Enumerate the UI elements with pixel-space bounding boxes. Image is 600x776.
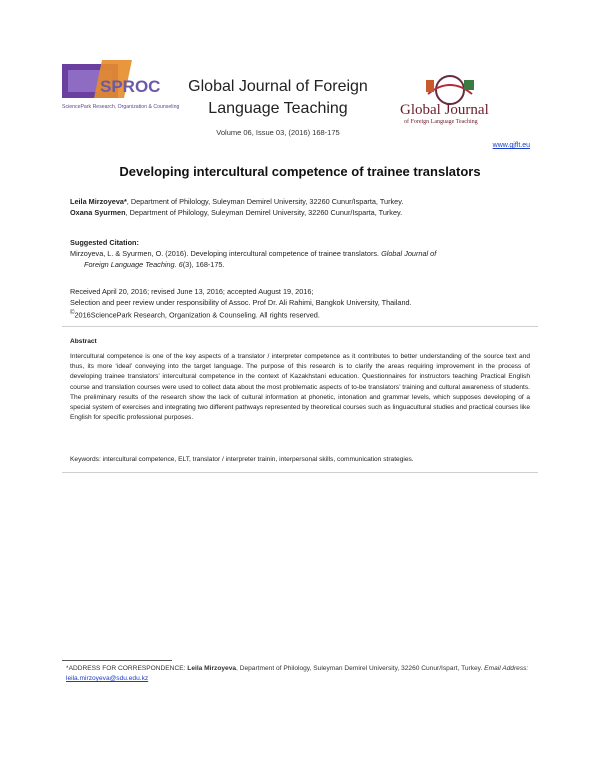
abstract-text: Intercultural competence is one of the k… <box>70 353 530 422</box>
citation-prefix: Mirzoyeva, L. & Syurmen, O. (2016). Deve… <box>70 249 380 258</box>
dates-block: Received April 20, 2016; revised June 13… <box>70 287 540 321</box>
sproc-logo-text: SPROC <box>100 77 160 96</box>
copyright-line: ©2016SciencePark Research, Organization … <box>70 308 540 321</box>
selection-info: Selection and peer review under responsi… <box>70 297 412 307</box>
journal-logo-line1: Global Journal <box>400 102 489 118</box>
journal-title-line1: Global Journal of Foreign <box>188 78 368 95</box>
citation-suffix: (3), 168-175. <box>182 259 225 269</box>
divider-bottom <box>62 472 538 473</box>
citation-journal-part2: Foreign Language Teaching <box>84 259 175 269</box>
paper-title: Developing intercultural competence of t… <box>119 164 481 179</box>
footnote: *ADDRESS FOR CORRESPONDENCE: Leila Mirzo… <box>66 664 536 684</box>
footnote-rule <box>62 660 172 661</box>
journal-logo: Global Journal of Foreign Language Teach… <box>398 72 518 128</box>
citation-journal-part1: Global Journal of <box>381 249 437 258</box>
sproc-logo-subtext: SciencePark Research, Organization & Cou… <box>62 104 179 110</box>
footnote-label: *ADDRESS FOR CORRESPONDENCE: <box>66 665 186 672</box>
journal-title: Global Journal of Foreign Language Teach… <box>178 76 378 120</box>
footnote-email-label: Email Address: <box>484 665 529 672</box>
divider-top <box>62 326 538 327</box>
author-1-affiliation: , Department of Philology, Suleyman Demi… <box>126 197 404 206</box>
copyright-symbol: © <box>70 309 75 316</box>
copyright-text: 2016SciencePark Research, Organization &… <box>74 310 320 320</box>
journal-logo-line2: of Foreign Language Teaching <box>404 118 478 125</box>
citation-heading: Suggested Citation: <box>70 238 139 247</box>
received-dates: Received April 20, 2016; revised June 13… <box>70 287 314 296</box>
journal-url-link[interactable]: www.gjflt.eu <box>492 142 530 149</box>
volume-info: Volume 06, Issue 03, (2016) 168-175 <box>216 128 340 137</box>
author-2-name: Oxana Syurmen <box>70 207 126 217</box>
author-1: Leila Mirzoyeva*, Department of Philolog… <box>70 197 540 208</box>
authors-block: Leila Mirzoyeva*, Department of Philolog… <box>70 197 540 218</box>
journal-title-line2: Language Teaching <box>208 100 348 117</box>
footnote-name: Leila Mirzoyeva <box>187 665 237 672</box>
author-2: Oxana Syurmen, Department of Philology, … <box>70 208 540 219</box>
sproc-logo: SPROC SciencePark Research, Organization… <box>62 60 182 120</box>
citation-text: Mirzoyeva, L. & Syurmen, O. (2016). Deve… <box>70 249 437 269</box>
abstract-heading: Abstract <box>70 338 97 345</box>
citation-volume: 6 <box>178 259 183 269</box>
author-1-name: Leila Mirzoyeva* <box>70 197 127 206</box>
author-2-affiliation: , Department of Philology, Suleyman Demi… <box>125 207 403 217</box>
footnote-address: , Department of Philology, Suleyman Demi… <box>236 665 483 672</box>
footnote-email-link[interactable]: leila.mirzoyeva@sdu.edu.kz <box>66 675 149 683</box>
keywords: Keywords: intercultural competence, ELT,… <box>70 456 414 463</box>
